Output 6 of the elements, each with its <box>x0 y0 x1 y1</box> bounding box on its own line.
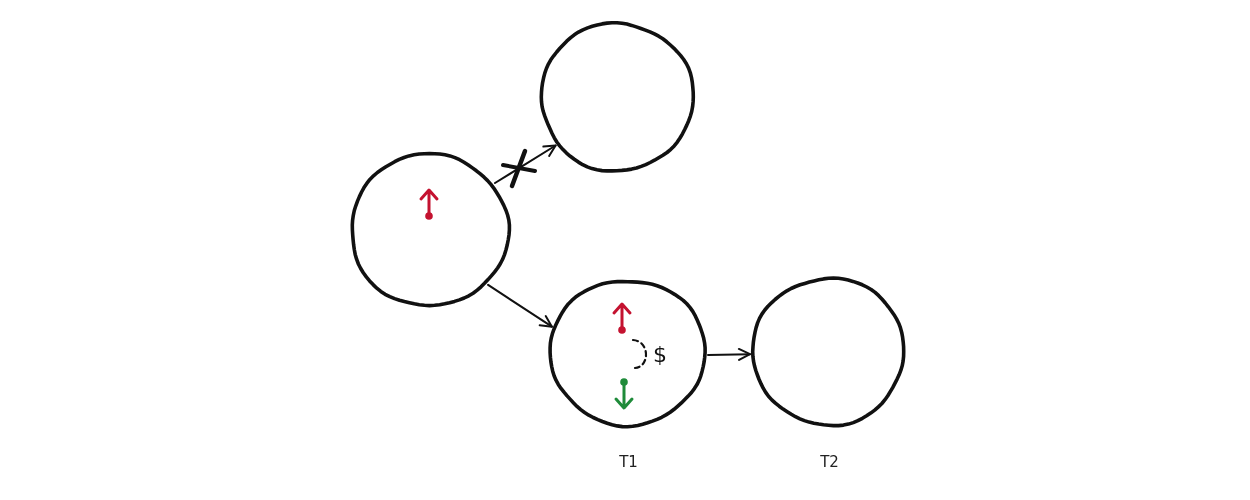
arrow <box>494 144 557 184</box>
currency-symbol: $ <box>653 344 667 366</box>
node-caption: T1 <box>619 455 638 470</box>
arrow <box>707 347 751 361</box>
node-caption: T2 <box>820 455 839 470</box>
arrow <box>487 283 553 328</box>
